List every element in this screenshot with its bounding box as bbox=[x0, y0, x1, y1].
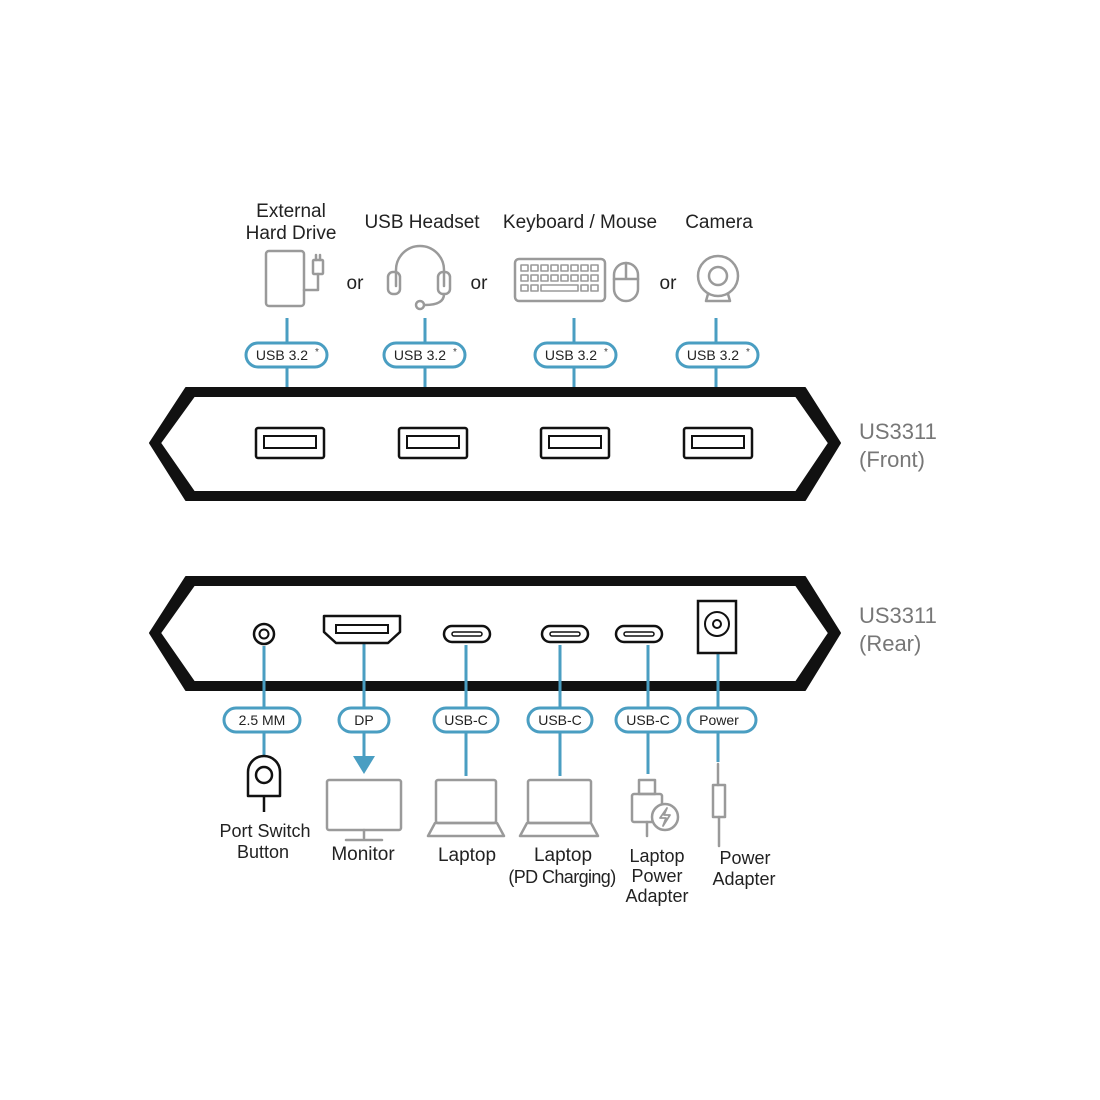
rear-pill-2-5mm: 2.5 MM bbox=[222, 706, 302, 734]
device-label-laptop-pd-line1: Laptop bbox=[534, 845, 592, 866]
laptop-pd-charging-icon bbox=[518, 778, 600, 838]
power-adapter-icon bbox=[711, 762, 727, 848]
device-label-power-adapter-line2: Adapter bbox=[712, 869, 775, 889]
front-panel bbox=[149, 387, 841, 501]
monitor-icon bbox=[325, 778, 403, 842]
front-view-label: (Front) bbox=[859, 447, 925, 472]
port-footnote-mark-1: * bbox=[315, 347, 319, 358]
keyboard-key bbox=[580, 284, 589, 292]
device-label-laptop-power-adapter-line2: Power bbox=[631, 866, 682, 886]
laptop-power-adapter-icon bbox=[630, 778, 680, 838]
port-label-usb32-1: USB 3.2 bbox=[256, 347, 308, 363]
dc-power-jack bbox=[696, 599, 738, 655]
rear-pill-dp: DP bbox=[337, 706, 391, 734]
device-label-monitor: Monitor bbox=[331, 844, 395, 865]
keyboard-key bbox=[580, 274, 589, 282]
usb-a-port-2 bbox=[397, 426, 469, 460]
or-separator-1: or bbox=[347, 273, 365, 294]
port-label-usb32-3: USB 3.2 bbox=[545, 347, 597, 363]
rear-pill-usbc-2: USB-C bbox=[526, 706, 594, 734]
port-footnote-mark-4: * bbox=[746, 347, 750, 358]
device-label-laptop-pd-line2: (PD Charging) bbox=[508, 867, 615, 887]
device-label-power-adapter-line1: Power bbox=[719, 848, 770, 868]
dp-output-arrow-icon bbox=[353, 756, 375, 774]
keyboard-key bbox=[530, 264, 539, 272]
camera-icon bbox=[696, 254, 740, 303]
keyboard-key bbox=[540, 274, 549, 282]
keyboard-key bbox=[520, 284, 529, 292]
port-label-usbc-1: USB-C bbox=[444, 712, 488, 728]
displayport-port bbox=[322, 614, 402, 645]
port-switch-button-icon bbox=[246, 754, 282, 812]
device-label-camera: Camera bbox=[685, 212, 753, 233]
port-label-dp: DP bbox=[354, 712, 373, 728]
device-label-port-switch-line2: Button bbox=[237, 842, 289, 862]
keyboard-key bbox=[560, 264, 569, 272]
rear-pill-power: Power bbox=[686, 706, 758, 734]
device-label-laptop: Laptop bbox=[438, 845, 496, 866]
keyboard-key bbox=[590, 274, 599, 282]
front-connector-2: USB 3.2 * bbox=[382, 318, 467, 430]
front-connector-3: USB 3.2 * bbox=[533, 318, 618, 430]
device-label-external-hard-drive-line1: External bbox=[256, 201, 326, 222]
keyboard-key bbox=[580, 264, 589, 272]
port-footnote-mark-3: * bbox=[604, 347, 608, 358]
keyboard-key bbox=[550, 264, 559, 272]
port-label-usb32-4: USB 3.2 bbox=[687, 347, 739, 363]
usb-a-port-3 bbox=[539, 426, 611, 460]
port-label-2-5mm: 2.5 MM bbox=[239, 712, 286, 728]
port-label-usbc-2: USB-C bbox=[538, 712, 582, 728]
rear-view-label: (Rear) bbox=[859, 631, 921, 656]
rear-pill-usbc-1: USB-C bbox=[432, 706, 500, 734]
usb-a-port-4 bbox=[682, 426, 754, 460]
device-label-laptop-power-adapter-line3: Adapter bbox=[625, 886, 688, 906]
port-label-power: Power bbox=[699, 712, 739, 728]
keyboard-key bbox=[570, 274, 579, 282]
keyboard-mouse-icon bbox=[513, 257, 640, 303]
usb-c-port-1 bbox=[442, 624, 492, 644]
device-label-keyboard-mouse: Keyboard / Mouse bbox=[503, 212, 657, 233]
usb-c-port-3 bbox=[614, 624, 664, 644]
device-label-laptop-power-adapter-line1: Laptop bbox=[629, 846, 684, 866]
rear-pill-usbc-3: USB-C bbox=[614, 706, 682, 734]
keyboard-key bbox=[520, 264, 529, 272]
keyboard-key bbox=[550, 274, 559, 282]
usb-c-port-2 bbox=[540, 624, 590, 644]
usb-headset-icon bbox=[386, 244, 452, 311]
device-label-external-hard-drive-line2: Hard Drive bbox=[246, 223, 337, 244]
keyboard-key bbox=[560, 274, 569, 282]
keyboard-key bbox=[530, 284, 539, 292]
front-model-label: US3311 bbox=[859, 419, 937, 444]
keyboard-key bbox=[590, 264, 599, 272]
keyboard-key bbox=[540, 264, 549, 272]
rear-model-label: US3311 bbox=[859, 603, 937, 628]
laptop-icon bbox=[426, 778, 506, 838]
device-label-port-switch-line1: Port Switch bbox=[219, 821, 310, 841]
port-footnote-mark-2: * bbox=[453, 347, 457, 358]
audio-2-5mm-jack bbox=[252, 622, 276, 646]
external-hard-drive-icon bbox=[264, 249, 325, 308]
usb-a-port-1 bbox=[254, 426, 326, 460]
keyboard-key bbox=[570, 264, 579, 272]
keyboard-key bbox=[530, 274, 539, 282]
keyboard-key bbox=[520, 274, 529, 282]
device-label-usb-headset: USB Headset bbox=[364, 212, 480, 233]
rear-panel bbox=[149, 576, 841, 691]
port-label-usbc-3: USB-C bbox=[626, 712, 670, 728]
or-separator-3: or bbox=[660, 273, 678, 294]
keyboard-key bbox=[590, 284, 599, 292]
front-connector-1: USB 3.2 * bbox=[244, 318, 329, 430]
port-label-usb32-2: USB 3.2 bbox=[394, 347, 446, 363]
keyboard-spacebar bbox=[540, 284, 579, 292]
or-separator-2: or bbox=[471, 273, 489, 294]
